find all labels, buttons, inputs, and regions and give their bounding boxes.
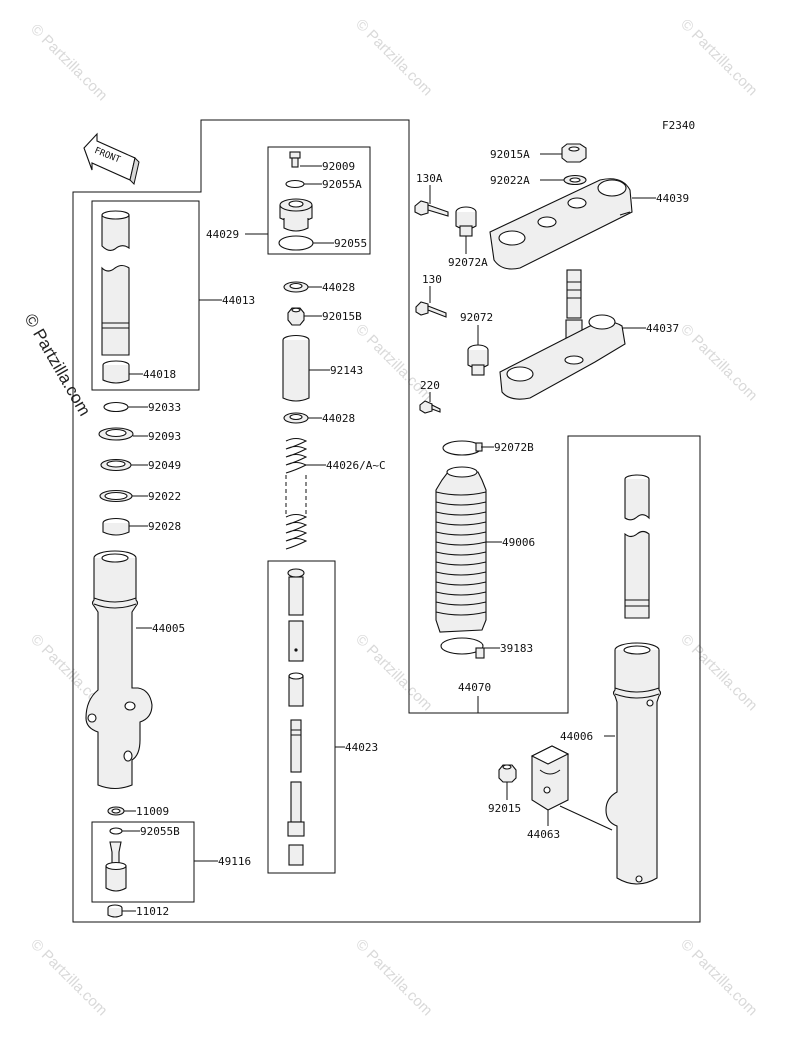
callout-labels: 92009 92055A 44029 92055 44028 92015B 92… <box>136 148 689 918</box>
inner-tube-part <box>101 210 130 356</box>
washer-92022-part <box>99 489 133 503</box>
callout-92009: 92009 <box>322 160 355 173</box>
callout-44006: 44006 <box>560 730 593 743</box>
fork-tube-box <box>91 200 200 391</box>
watermark: © Partzilla.com <box>352 16 435 99</box>
watermark: © Partzilla.com <box>352 936 435 1019</box>
bolt-130A-part <box>414 200 449 217</box>
callout-130: 130 <box>422 273 442 286</box>
o-ring-92055B-part <box>109 827 123 835</box>
callout-44070: 44070 <box>458 681 491 694</box>
callout-92022A: 92022A <box>490 174 530 187</box>
callout-92049: 92049 <box>148 459 181 472</box>
assembly-frame <box>72 119 701 923</box>
callout-44029: 44029 <box>206 228 239 241</box>
callout-92015B: 92015B <box>322 310 362 323</box>
seat-44028-top-part <box>283 281 309 293</box>
washer-92022A-part <box>563 174 587 186</box>
bolt-220-part <box>419 400 441 414</box>
callout-92072: 92072 <box>460 311 493 324</box>
holder-44063-part <box>530 745 570 811</box>
drain-bolt-49116-part <box>105 841 127 892</box>
steering-stem-44037-part <box>499 269 626 400</box>
clamp-92072-part <box>467 344 489 376</box>
inner-tube-right-part <box>624 474 650 619</box>
bolt-130-part <box>415 301 447 318</box>
washer-92033-part <box>103 401 129 413</box>
callout-92072B: 92072B <box>494 441 534 454</box>
callout-44023: 44023 <box>345 741 378 754</box>
callout-220: 220 <box>420 379 440 392</box>
bolt-92009-part <box>289 151 301 168</box>
bushing-92028-part <box>102 517 130 536</box>
callout-44018: 44018 <box>143 368 176 381</box>
watermark: © Partzilla.com <box>352 631 435 714</box>
side-watermark: © Partzilla.com <box>21 311 95 420</box>
callout-92072A: 92072A <box>448 256 488 269</box>
outer-tube-right-part <box>605 642 662 885</box>
seat-44028-bottom-part <box>283 412 309 424</box>
callout-92033: 92033 <box>148 401 181 414</box>
watermark: © Partzilla.com <box>677 936 760 1019</box>
upper-bracket-44039-part <box>489 178 633 270</box>
callout-92028: 92028 <box>148 520 181 533</box>
outer-tube-left-part <box>85 550 153 790</box>
oil-seal-92093-part <box>98 427 134 441</box>
watermark: © Partzilla.com <box>677 16 760 99</box>
callout-92093: 92093 <box>148 430 181 443</box>
callout-44005: 44005 <box>152 622 185 635</box>
callout-130A: 130A <box>416 172 443 185</box>
watermark: © Partzilla.com <box>27 936 110 1019</box>
callout-92022: 92022 <box>148 490 181 503</box>
o-ring-92055-part <box>278 235 314 251</box>
bushing-44018-part <box>102 360 130 384</box>
callout-92055A: 92055A <box>322 178 362 191</box>
nut-92015A-part <box>561 143 587 163</box>
diagram-code: F2340 <box>662 119 695 132</box>
drain-box <box>91 821 195 903</box>
callout-92055B: 92055B <box>140 825 180 838</box>
callout-44063: 44063 <box>527 828 560 841</box>
spring-44026-part <box>285 438 308 550</box>
o-ring-92055A-part <box>285 179 305 189</box>
callout-39183: 39183 <box>500 642 533 655</box>
callout-44028-top: 44028 <box>322 281 355 294</box>
boot-49006-part <box>435 466 487 633</box>
spacer-92143-part <box>282 334 310 402</box>
callout-11012: 11012 <box>136 905 169 918</box>
cap-box <box>267 146 371 255</box>
watermark: © Partzilla.com <box>677 631 760 714</box>
watermark: © Partzilla.com <box>677 321 760 404</box>
seal-92049-part <box>100 458 132 472</box>
clamp-39183-part <box>440 637 485 659</box>
callout-92015A: 92015A <box>490 148 530 161</box>
leader-lines <box>122 153 656 912</box>
gasket-11009-part <box>107 806 125 816</box>
callout-44028-bottom: 44028 <box>322 412 355 425</box>
nut-92015B-part <box>287 307 305 326</box>
watermark: © Partzilla.com <box>27 21 110 104</box>
damper-rod-44023-part <box>287 568 305 866</box>
fork-cap-44029-part <box>279 198 313 232</box>
clamp-92072A-part <box>455 206 477 237</box>
callout-92055: 92055 <box>334 237 367 250</box>
damper-box <box>267 560 336 874</box>
callout-92015: 92015 <box>488 802 521 815</box>
front-arrow-icon: FRONT <box>83 132 140 185</box>
callout-11009: 11009 <box>136 805 169 818</box>
callout-44037: 44037 <box>646 322 679 335</box>
cap-11012-part <box>107 904 123 918</box>
callout-44039: 44039 <box>656 192 689 205</box>
nut-92015-part <box>498 764 517 783</box>
callout-49006: 49006 <box>502 536 535 549</box>
callout-49116: 49116 <box>218 855 251 868</box>
callout-44013: 44013 <box>222 294 255 307</box>
clamp-92072B-part <box>442 440 483 456</box>
callout-92143: 92143 <box>330 364 363 377</box>
callout-44026: 44026/A~C <box>326 459 386 472</box>
